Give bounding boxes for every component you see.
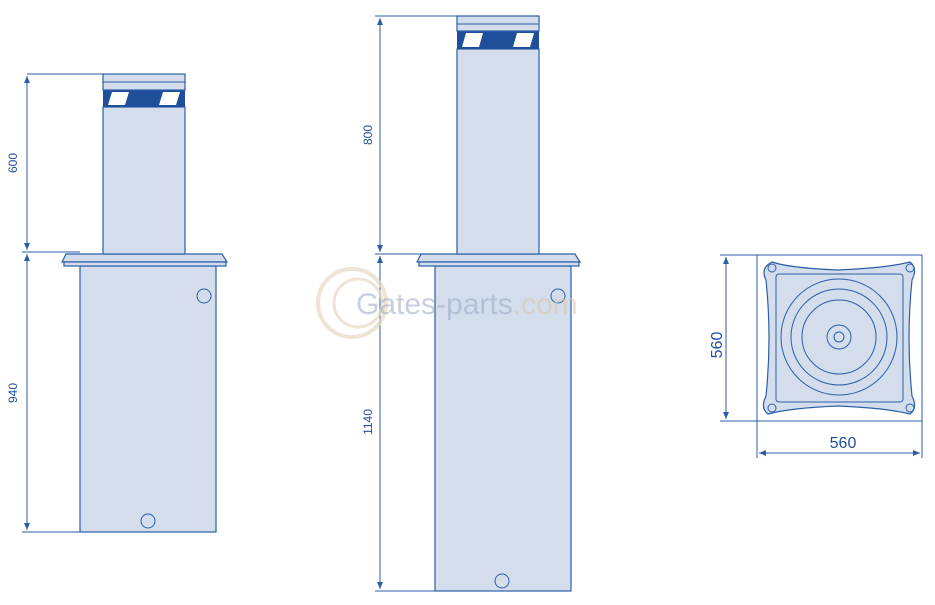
bollard-600-side-view: 600 940: [6, 73, 229, 533]
dimension-1140: 1140: [361, 409, 375, 435]
dimension-600: 600: [6, 153, 20, 173]
dimension-depth-560: 560: [709, 332, 726, 359]
dimension-940: 940: [6, 383, 20, 403]
svg-text:Gates-parts.com: Gates-parts.com: [356, 288, 578, 321]
watermark: Gates-parts.com: [316, 267, 578, 339]
dimension-800: 800: [361, 125, 375, 145]
top-view: 560 560: [709, 254, 923, 458]
bollard-800-side-view: 800 1140: [361, 15, 582, 592]
dimension-width-560: 560: [830, 435, 857, 452]
